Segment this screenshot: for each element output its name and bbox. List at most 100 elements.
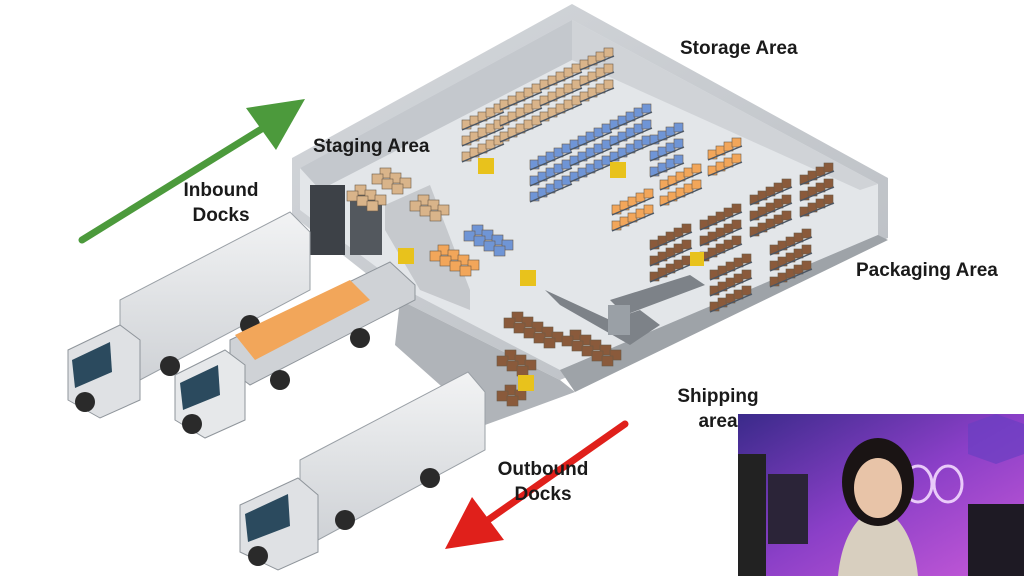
pallet-box (506, 360, 519, 372)
rack-shelf (609, 127, 653, 147)
packaging-area-label: Packaging Area (856, 260, 998, 281)
rack-box (823, 162, 834, 173)
rack-shelf (749, 218, 793, 238)
rack-shelf (707, 145, 743, 161)
pallet-box (533, 332, 546, 344)
rack-box (673, 243, 684, 254)
pallet-box (346, 190, 359, 202)
storage-area-label: Storage Area (680, 38, 798, 59)
pallet-box (609, 349, 622, 361)
rack-shelf (569, 131, 613, 151)
rack (659, 163, 703, 207)
rack-shelf (699, 243, 743, 263)
rack-box (731, 219, 742, 230)
rack-box (593, 159, 604, 170)
pallet-box (543, 337, 556, 349)
pallet (496, 384, 527, 407)
rack-box (643, 188, 654, 199)
rack-shelf (649, 231, 693, 251)
pallet-box (483, 240, 496, 252)
inbound-arrow (78, 99, 305, 244)
rack (699, 203, 743, 263)
shipping-area-line2: area (698, 411, 738, 432)
rack-box (601, 155, 612, 166)
rack-box (801, 228, 812, 239)
rack-shelf (699, 211, 743, 231)
rack-shelf (707, 161, 743, 177)
pallet-box (409, 200, 422, 212)
storage-racks (461, 47, 835, 313)
pallet-box (523, 327, 536, 339)
pallet-box (501, 239, 514, 251)
warehouse-building (292, 4, 888, 425)
rack-box (773, 198, 784, 209)
rack-shelf (699, 227, 743, 247)
rack-box (633, 123, 644, 134)
rack (709, 253, 753, 313)
rack-box (681, 239, 692, 250)
pallet (346, 184, 387, 212)
rack-box (633, 107, 644, 118)
rack-box (531, 83, 542, 94)
rack-box (523, 87, 534, 98)
rack-shelf (611, 212, 655, 232)
rack-box (561, 159, 572, 170)
rack (461, 103, 505, 163)
rack-box (601, 123, 612, 134)
pallet-box (366, 200, 379, 212)
shipping-area-line1: Shipping (677, 386, 759, 407)
pallet-box (459, 265, 472, 277)
pallet (409, 194, 450, 222)
pallet-box (374, 194, 387, 206)
pallet-box (473, 235, 486, 247)
rack-box (733, 273, 744, 284)
rack-box (801, 260, 812, 271)
rack-box (781, 178, 792, 189)
rack-box (793, 264, 804, 275)
rack-box (731, 235, 742, 246)
rack-box (801, 244, 812, 255)
rack-box (593, 127, 604, 138)
rack-box (603, 79, 614, 90)
forklifts (398, 158, 704, 391)
rack-box (603, 47, 614, 58)
rack-shelf (461, 127, 505, 147)
rack (769, 228, 813, 288)
pallet (503, 311, 564, 349)
rack-shelf (749, 202, 793, 222)
rack-box (673, 138, 684, 149)
rack-box (553, 147, 564, 158)
rack-box (731, 153, 742, 164)
rack-box (563, 67, 574, 78)
rack (611, 188, 655, 232)
rack-box (561, 143, 572, 154)
rack-box (523, 119, 534, 130)
rack-box (485, 107, 496, 118)
rack-box (733, 289, 744, 300)
pallet (429, 244, 480, 277)
pallet-box (429, 250, 442, 262)
pallet-box (391, 183, 404, 195)
rack-shelf (529, 167, 573, 187)
pallet-box (581, 345, 594, 357)
rack-box (673, 227, 684, 238)
pallet-box (463, 230, 476, 242)
pallet-box (419, 205, 432, 217)
rack (529, 143, 573, 203)
outbound-docks-line2: Docks (514, 484, 572, 505)
rack-box (593, 143, 604, 154)
pallet (463, 224, 514, 257)
rack-shelf (799, 202, 835, 218)
pallet-box (429, 210, 442, 222)
rack-shelf (649, 130, 685, 146)
rack-box (731, 203, 742, 214)
rack-box (741, 253, 752, 264)
floor-pallets (346, 167, 622, 407)
rack-shelf (769, 252, 813, 272)
pallet (371, 167, 412, 195)
pallet-box (467, 259, 480, 271)
rack (707, 137, 743, 177)
rack-shelf (539, 103, 583, 123)
rack-shelf (461, 143, 505, 163)
rack-box (691, 163, 702, 174)
